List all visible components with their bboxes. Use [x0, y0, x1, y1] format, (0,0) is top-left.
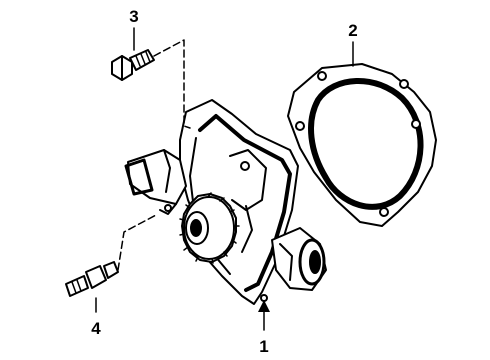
callout-4: 4 [91, 319, 101, 338]
bolt-3 [111, 49, 155, 81]
pump-gasket [287, 63, 437, 227]
drive-sprocket [179, 192, 240, 264]
callout-2: 2 [348, 21, 357, 40]
stud-4 [65, 261, 119, 297]
callout-1: 1 [259, 337, 268, 356]
callout-3: 3 [129, 7, 138, 26]
water-pump [124, 99, 327, 305]
